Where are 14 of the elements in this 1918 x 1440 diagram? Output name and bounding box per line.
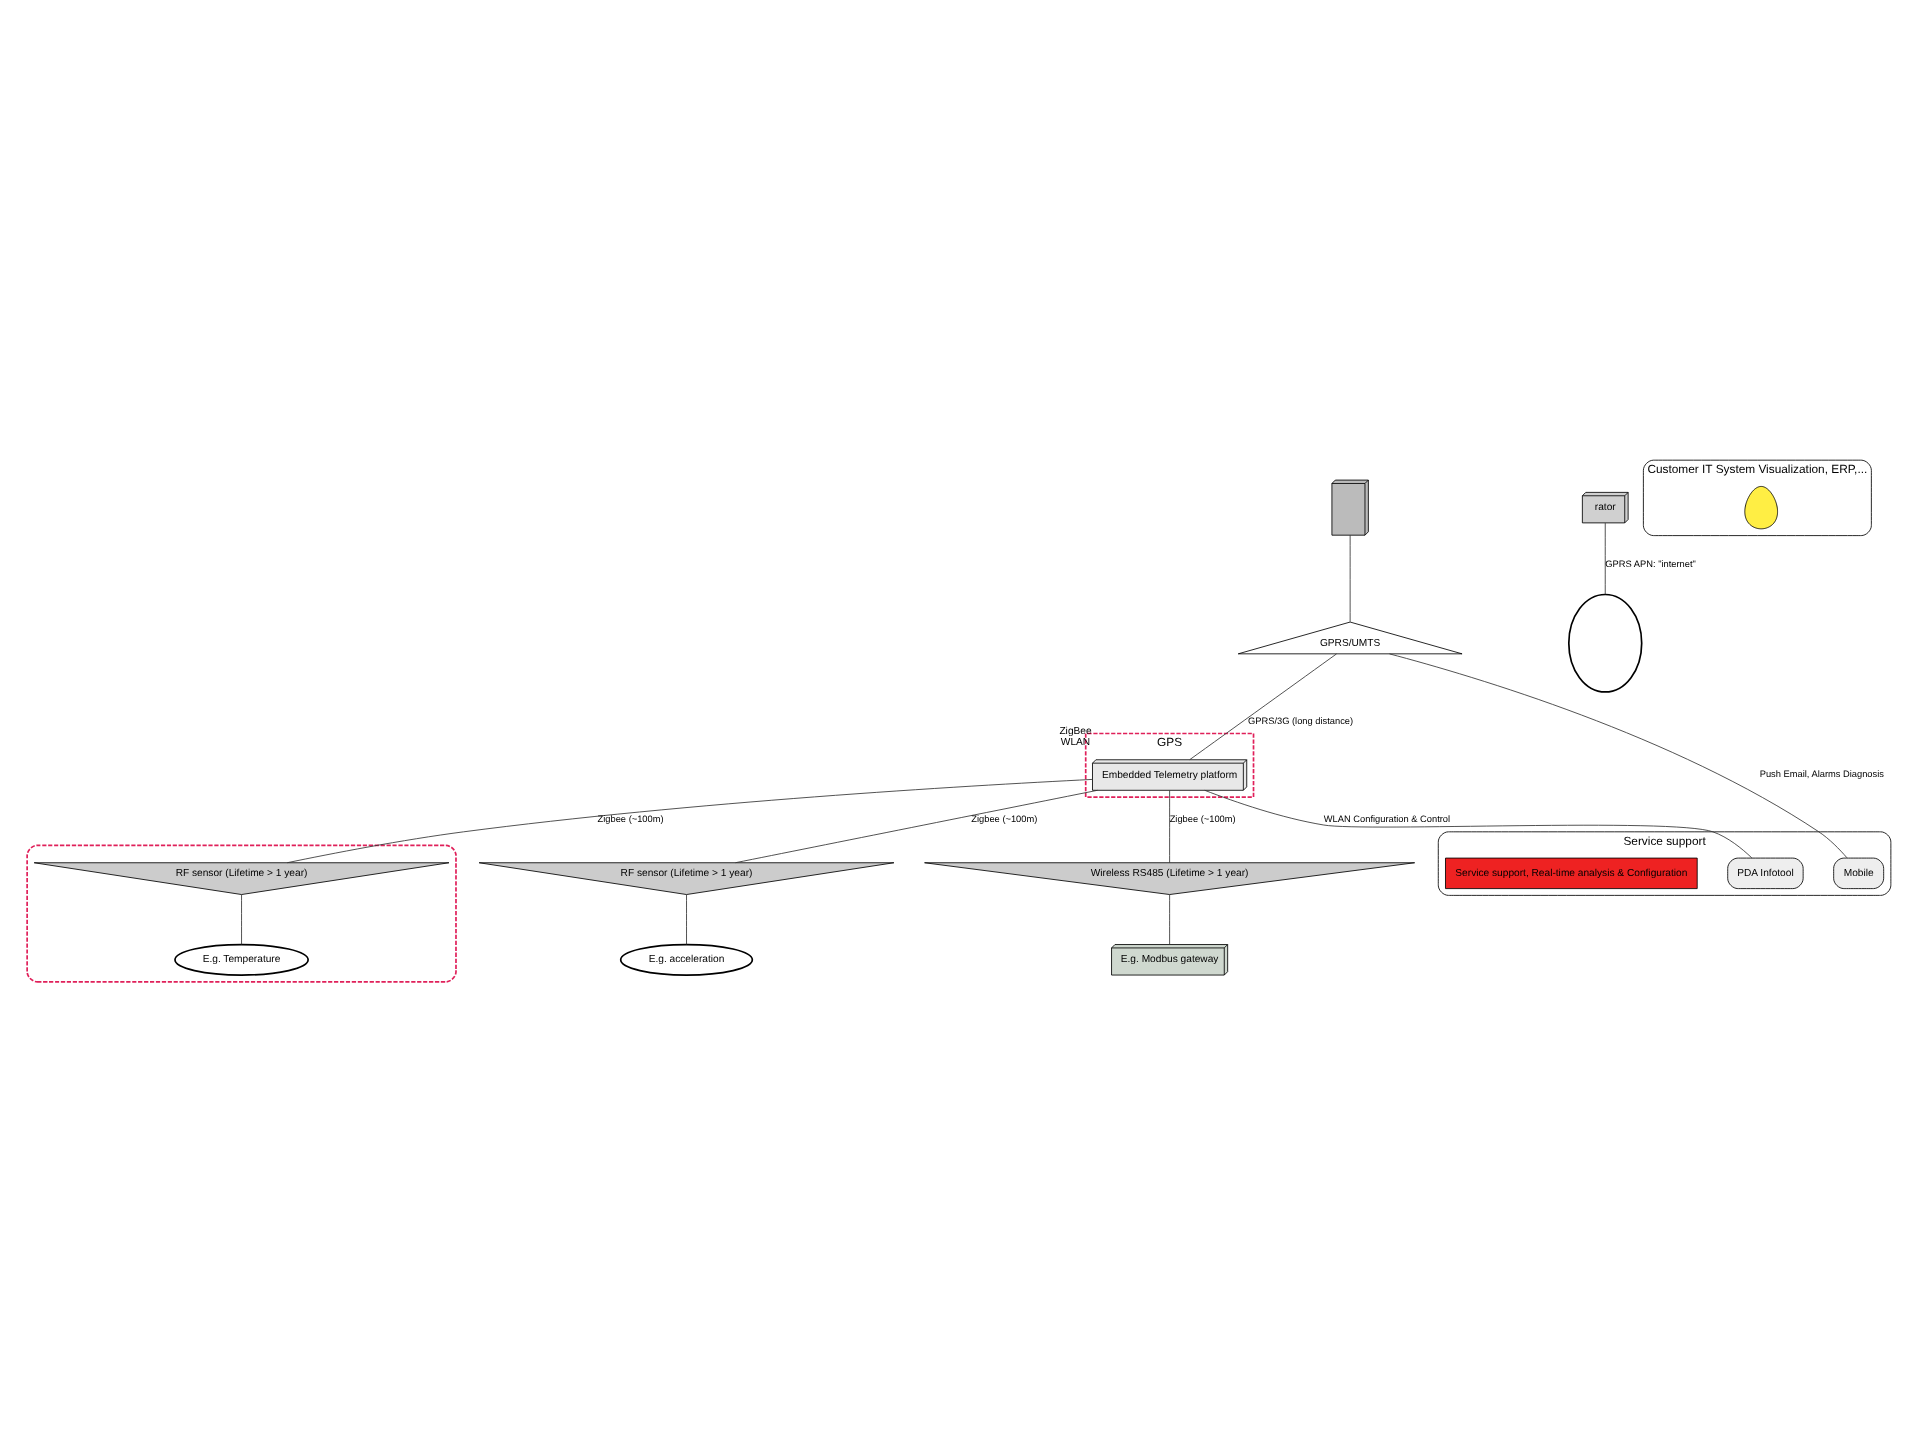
cluster bbox=[26, 843, 457, 982]
connector bbox=[1604, 521, 1606, 594]
node-person bbox=[1744, 485, 1778, 529]
connector bbox=[1169, 789, 1171, 863]
connector bbox=[1349, 533, 1351, 622]
connector bbox=[1389, 652, 1848, 858]
connector bbox=[1189, 652, 1337, 760]
connector bbox=[686, 893, 687, 944]
connector bbox=[1204, 788, 1753, 858]
connector bbox=[286, 778, 1093, 863]
connector bbox=[1169, 893, 1171, 944]
connector bbox=[735, 788, 1098, 863]
node-cloud bbox=[1567, 592, 1643, 692]
connector bbox=[241, 893, 242, 944]
